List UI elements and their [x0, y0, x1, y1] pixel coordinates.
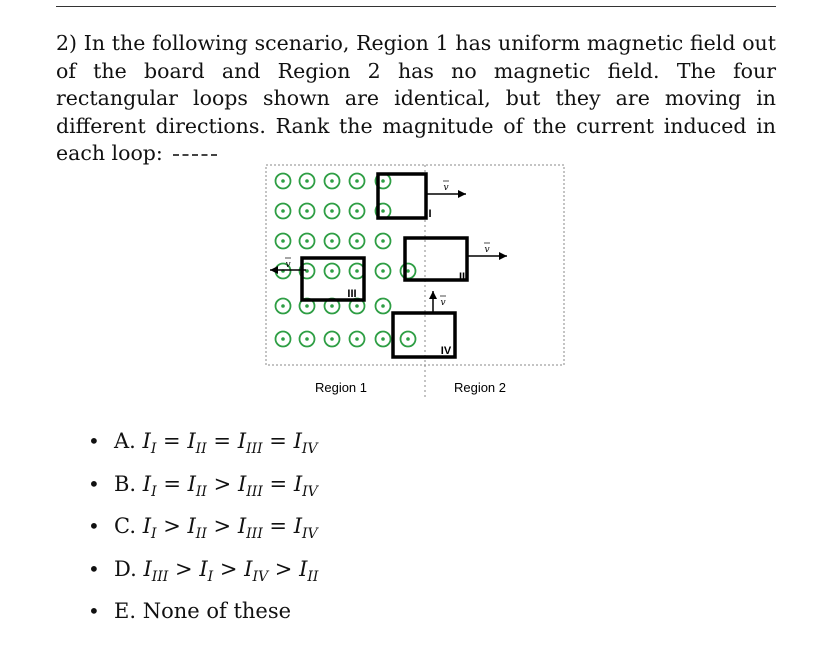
choice-math: II = III > IIII = IIV	[142, 471, 318, 500]
region-border	[265, 164, 565, 366]
field-dot-icon	[298, 172, 316, 190]
choice-a[interactable]: A. II = III = IIII = IIV	[88, 426, 318, 469]
figure-outline	[265, 164, 565, 400]
loop-rect	[391, 311, 457, 359]
arrowhead-icon	[458, 190, 466, 198]
field-dot-icon	[399, 330, 417, 348]
loop-rect	[403, 236, 469, 282]
field-dot-icon	[374, 330, 392, 348]
choice-text: None of these	[142, 599, 292, 623]
choice-b[interactable]: B. II = III > IIII = IIV	[88, 469, 318, 512]
arrowhead-icon	[429, 291, 437, 299]
loop-i: Iv	[376, 172, 466, 220]
field-dot-icon	[274, 297, 292, 315]
field-dot-icon	[298, 330, 316, 348]
loop-rect	[376, 172, 428, 220]
field-dot-icon	[323, 202, 341, 220]
field-dot-icon	[298, 262, 316, 280]
velocity-label: v	[484, 245, 489, 255]
question-text: 2) In the following scenario, Region 1 h…	[56, 30, 776, 168]
velocity-label: v	[440, 298, 445, 308]
choice-letter: B.	[114, 471, 137, 496]
answer-choices: A. II = III = IIII = IIV B. II = III > I…	[88, 426, 318, 639]
question-number: 2)	[56, 31, 78, 55]
loop-label: IV	[441, 345, 452, 357]
choice-math: II = III = IIII = IIV	[142, 429, 318, 458]
choice-c[interactable]: C. II > III > IIII = IIV	[88, 511, 318, 554]
loop-ii: II v	[403, 236, 507, 283]
field-dot-icon	[348, 202, 366, 220]
answer-blank[interactable]	[173, 154, 218, 156]
choice-e[interactable]: E. None of these	[88, 596, 318, 639]
choice-letter: A.	[114, 429, 136, 453]
loop-label: I	[428, 208, 431, 220]
field-dot-icon	[298, 202, 316, 220]
velocity-label: v	[443, 183, 448, 193]
arrowhead-icon	[499, 252, 507, 260]
field-dot-icon	[348, 172, 366, 190]
field-dot-icon	[374, 297, 392, 315]
field-dots-group	[274, 172, 417, 348]
field-dot-icon	[274, 232, 292, 250]
question-body: In the following scenario, Region 1 has …	[56, 31, 776, 165]
loop-label: II	[459, 271, 465, 283]
field-dot-icon	[298, 232, 316, 250]
choice-math: IIII > II > IIV > III	[143, 556, 319, 585]
field-dot-icon	[323, 172, 341, 190]
choice-letter: E.	[114, 599, 137, 623]
loop-label: III	[347, 288, 356, 300]
choice-letter: D.	[114, 556, 137, 581]
field-dot-icon	[374, 262, 392, 280]
velocity-label: v	[285, 260, 290, 270]
field-dot-icon	[274, 202, 292, 220]
field-dot-icon	[348, 232, 366, 250]
field-dot-icon	[323, 262, 341, 280]
loop-rect	[300, 256, 366, 302]
choice-d[interactable]: D. IIII > II > IIV > III	[88, 554, 318, 597]
field-dot-icon	[323, 330, 341, 348]
loop-iv: IV v	[391, 291, 457, 359]
field-dot-icon	[323, 232, 341, 250]
arrowhead-icon	[270, 266, 278, 274]
field-dot-icon	[374, 232, 392, 250]
top-rule	[56, 6, 776, 7]
field-dot-icon	[348, 330, 366, 348]
region2-label: Region 2	[454, 380, 506, 395]
region1-label: Region 1	[315, 380, 367, 395]
field-dot-icon	[274, 330, 292, 348]
field-dot-icon	[274, 172, 292, 190]
field-dot-icon	[399, 262, 417, 280]
choice-letter: C.	[114, 514, 136, 538]
loop-iii: III v	[270, 256, 366, 302]
choice-math: II > III > IIII = IIV	[142, 514, 318, 543]
